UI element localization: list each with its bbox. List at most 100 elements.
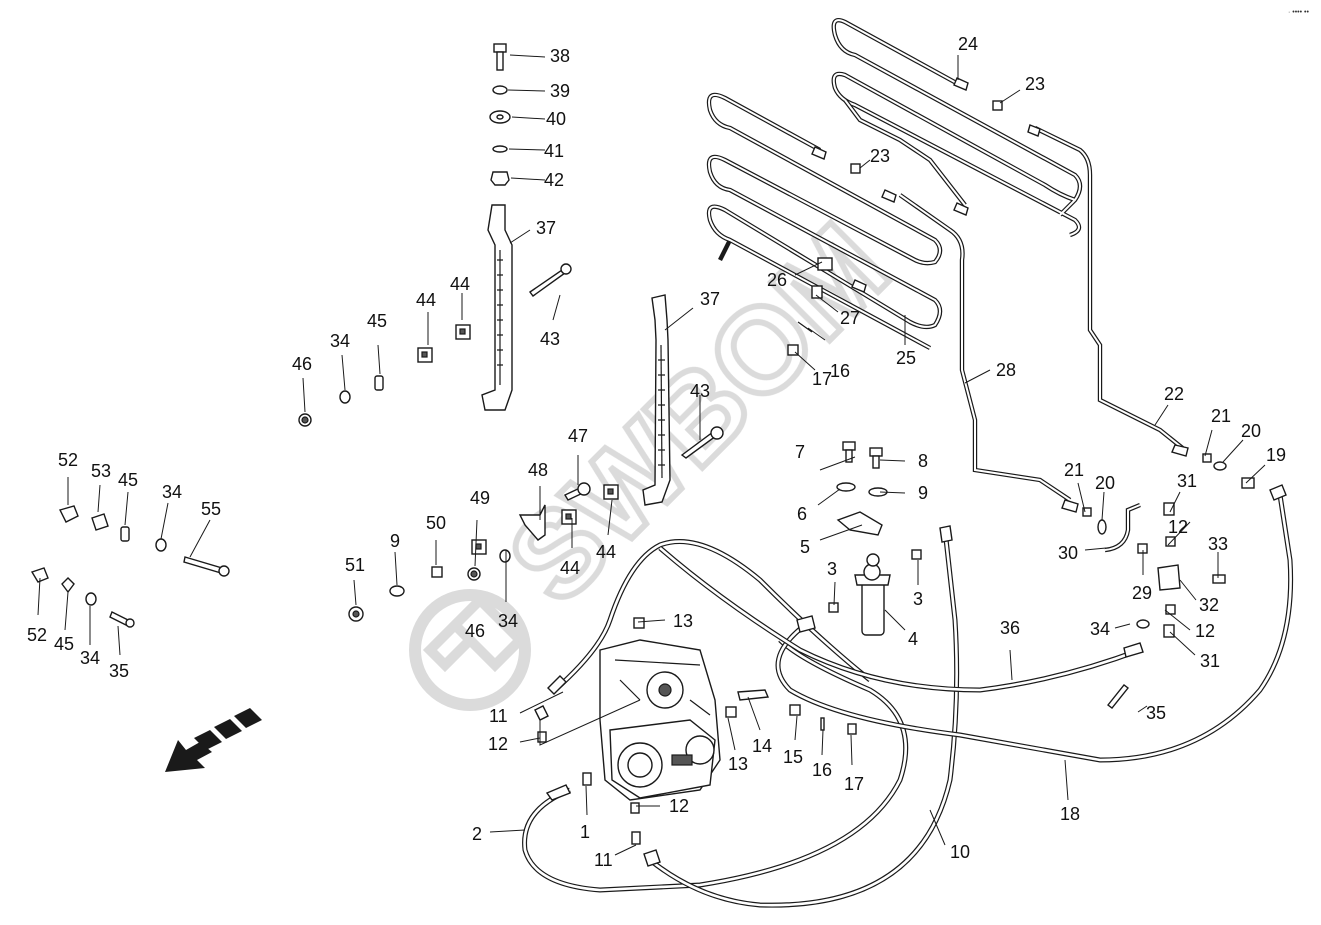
callout-25: 25 bbox=[896, 348, 916, 368]
callout-21: 21 bbox=[1211, 406, 1231, 426]
corner-mark: · •••• •• bbox=[1288, 9, 1309, 16]
callout-37: 37 bbox=[536, 218, 556, 238]
washer-6 bbox=[836, 482, 856, 492]
nut-51 bbox=[348, 606, 364, 622]
bracket-37-right bbox=[642, 294, 671, 506]
callout-34: 34 bbox=[1090, 619, 1110, 639]
callout-37: 37 bbox=[700, 289, 720, 309]
bolt-7 bbox=[842, 441, 856, 463]
callout-41: 41 bbox=[544, 141, 564, 161]
callout-33: 33 bbox=[1208, 534, 1228, 554]
spacer-47 bbox=[564, 482, 591, 501]
callout-29: 29 bbox=[1132, 583, 1152, 603]
callout-3: 3 bbox=[827, 559, 837, 579]
clip-45-a bbox=[374, 375, 384, 391]
callout-26: 26 bbox=[767, 270, 787, 290]
washer-34-a bbox=[339, 390, 351, 404]
callout-28: 28 bbox=[996, 360, 1016, 380]
fittings bbox=[534, 77, 1287, 867]
callout-16: 16 bbox=[830, 361, 850, 381]
callout-39: 39 bbox=[550, 81, 570, 101]
direction-arrow-icon bbox=[165, 708, 262, 772]
callout-16: 16 bbox=[812, 760, 832, 780]
callout-40: 40 bbox=[546, 109, 566, 129]
callout-20: 20 bbox=[1241, 421, 1261, 441]
callout-35: 35 bbox=[1146, 703, 1166, 723]
callout-43: 43 bbox=[690, 381, 710, 401]
bracket-5 bbox=[836, 511, 883, 536]
nut-46-a bbox=[298, 413, 312, 427]
callout-2: 2 bbox=[472, 824, 482, 844]
callout-31: 31 bbox=[1177, 471, 1197, 491]
callout-52: 52 bbox=[58, 450, 78, 470]
callout-19: 19 bbox=[1266, 445, 1286, 465]
callout-38: 38 bbox=[550, 46, 570, 66]
callout-14: 14 bbox=[752, 736, 772, 756]
washer-34-b bbox=[155, 538, 167, 552]
washer-40 bbox=[489, 110, 511, 124]
callout-44: 44 bbox=[596, 542, 616, 562]
callout-17: 17 bbox=[844, 774, 864, 794]
callout-12: 12 bbox=[669, 796, 689, 816]
clamp-44-c bbox=[561, 509, 577, 525]
callout-23: 23 bbox=[870, 146, 890, 166]
callout-3: 3 bbox=[913, 589, 923, 609]
nut-52-a bbox=[58, 505, 79, 523]
callout-46: 46 bbox=[465, 621, 485, 641]
callout-44: 44 bbox=[416, 290, 436, 310]
callout-50: 50 bbox=[426, 513, 446, 533]
callout-49: 49 bbox=[470, 488, 490, 508]
bolt-8 bbox=[869, 447, 883, 469]
leader-lines bbox=[37, 54, 1266, 856]
callout-52: 52 bbox=[27, 625, 47, 645]
clamp-44-d bbox=[603, 484, 619, 500]
callout-9: 9 bbox=[918, 483, 928, 503]
callout-23: 23 bbox=[1025, 74, 1045, 94]
callout-12: 12 bbox=[1168, 517, 1188, 537]
callout-15: 15 bbox=[783, 747, 803, 767]
callout-34: 34 bbox=[498, 611, 518, 631]
washer-39 bbox=[492, 85, 508, 95]
callout-9: 9 bbox=[390, 531, 400, 551]
callout-11: 11 bbox=[594, 850, 613, 870]
tube-coil-25 bbox=[706, 92, 1072, 502]
callout-20: 20 bbox=[1095, 473, 1115, 493]
pin-43-upper bbox=[529, 263, 572, 297]
bolt-38 bbox=[493, 43, 507, 71]
washer-34-c bbox=[85, 592, 97, 606]
hydraulic-pump-assembly bbox=[599, 639, 721, 801]
callout-55: 55 bbox=[201, 499, 221, 519]
callout-6: 6 bbox=[797, 504, 807, 524]
washer-9-left bbox=[389, 585, 405, 597]
callout-42: 42 bbox=[544, 170, 564, 190]
callout-48: 48 bbox=[528, 460, 548, 480]
callout-35: 35 bbox=[109, 661, 129, 681]
callout-53: 53 bbox=[91, 461, 111, 481]
clamp-44-b bbox=[455, 324, 471, 340]
callout-8: 8 bbox=[918, 451, 928, 471]
watermark-text: SWBOM bbox=[484, 199, 913, 628]
bracket-37-left bbox=[481, 204, 513, 411]
nut-42 bbox=[490, 171, 510, 186]
callout-4: 4 bbox=[908, 629, 918, 649]
callout-5: 5 bbox=[800, 537, 810, 557]
pin-43-lower bbox=[680, 426, 724, 459]
callout-30: 30 bbox=[1058, 543, 1078, 563]
callout-21: 21 bbox=[1064, 460, 1084, 480]
callout-51: 51 bbox=[345, 555, 365, 575]
washer-41 bbox=[492, 145, 508, 153]
callout-10: 10 bbox=[950, 842, 970, 862]
callout-17: 17 bbox=[812, 369, 832, 389]
callout-24: 24 bbox=[958, 34, 978, 54]
callout-32: 32 bbox=[1199, 595, 1219, 615]
callout-44: 44 bbox=[560, 558, 580, 578]
callout-34: 34 bbox=[330, 331, 350, 351]
oil-filter bbox=[854, 553, 891, 636]
callout-34: 34 bbox=[80, 648, 100, 668]
callout-46: 46 bbox=[292, 354, 312, 374]
nut-53 bbox=[91, 513, 109, 531]
callout-7: 7 bbox=[795, 442, 805, 462]
bolt-55 bbox=[183, 556, 230, 577]
